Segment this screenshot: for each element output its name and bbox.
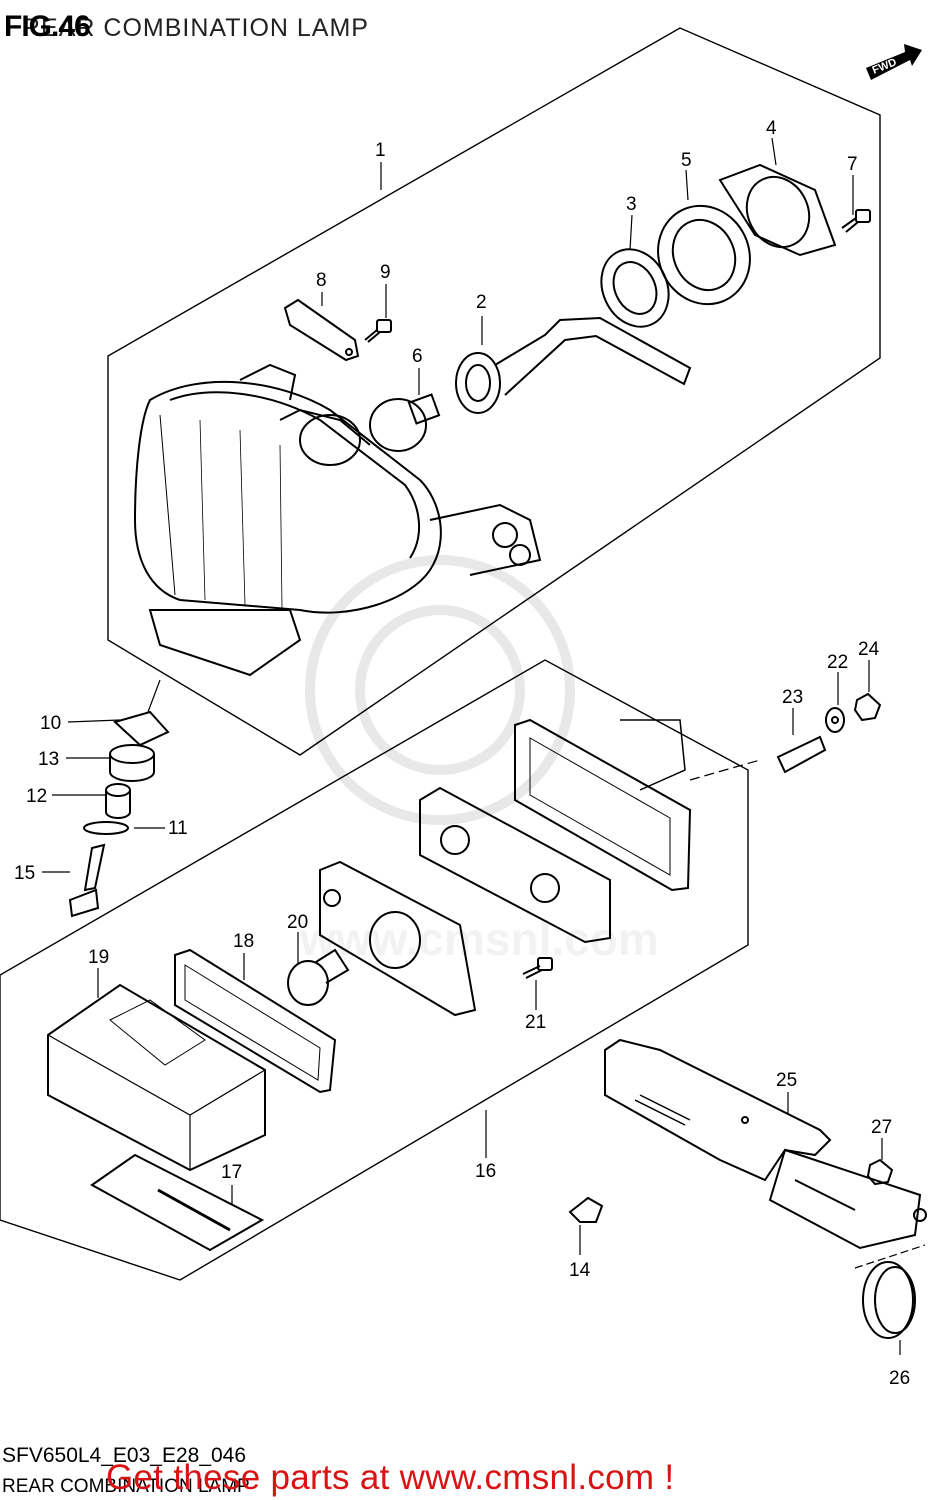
- callout-16: 16: [475, 1161, 496, 1182]
- callout-27: 27: [871, 1117, 892, 1138]
- part-21-screw: [522, 957, 553, 979]
- parts-22-24: [689, 692, 882, 781]
- callout-labels: 1 2 3 4 5 6 7 8 9 10 11 12 13 14 15 16 1…: [14, 118, 910, 1389]
- fwd-label: FWD: [871, 56, 899, 77]
- callout-24: 24: [858, 639, 880, 660]
- callout-19: 19: [88, 947, 109, 968]
- part-2-socket: [455, 316, 692, 414]
- callout-21: 21: [525, 1012, 546, 1033]
- callout-7: 7: [847, 154, 858, 175]
- callout-20: 20: [287, 912, 308, 933]
- figure-number: FIG.46: [4, 10, 91, 43]
- callout-11: 11: [168, 818, 188, 839]
- callout-23: 23: [782, 687, 803, 708]
- tail-lamp-housing: [133, 363, 542, 677]
- assembly-1-boundary: [107, 27, 881, 756]
- part-19-lens: [47, 983, 266, 1172]
- callout-8: 8: [316, 270, 327, 291]
- part-7-screw: [841, 209, 871, 233]
- footer-subtitle: REAR COMBINATION LAMP: [2, 1476, 250, 1497]
- leader-lines: [42, 137, 901, 1355]
- callout-13: 13: [38, 749, 59, 770]
- callout-15: 15: [14, 863, 35, 884]
- part-18-gasket: [174, 948, 337, 1094]
- part-5-holder: [657, 204, 751, 306]
- promo-link[interactable]: Get these parts at www.cmsnl.com !: [106, 1458, 675, 1497]
- part-14-grommet: [568, 1196, 604, 1223]
- callout-1: 1: [375, 140, 386, 161]
- callout-2: 2: [476, 292, 487, 313]
- callout-26: 26: [889, 1368, 910, 1389]
- watermark-logo: [305, 555, 575, 825]
- callout-10: 10: [40, 713, 61, 734]
- callout-25: 25: [776, 1070, 797, 1091]
- part-25-bracket: [604, 1038, 927, 1250]
- fwd-arrow-icon: FWD: [866, 44, 922, 80]
- part-16-lamp-unit: [319, 718, 692, 1017]
- part-17-lens-plate: [90, 1153, 265, 1252]
- callout-9: 9: [380, 262, 391, 283]
- part-8-clip: [283, 298, 360, 362]
- part-20-bulb: [287, 948, 350, 1006]
- part-3-ring: [600, 248, 670, 328]
- diagram-title: REAR COMBINATION LAMP: [22, 14, 369, 42]
- callout-14: 14: [569, 1260, 591, 1281]
- callout-3: 3: [626, 194, 637, 215]
- part-6-bulb: [369, 393, 441, 452]
- callout-4: 4: [766, 118, 777, 139]
- callout-12: 12: [26, 786, 47, 807]
- callout-17: 17: [221, 1162, 242, 1183]
- callout-5: 5: [681, 150, 692, 171]
- part-9-screw: [364, 319, 392, 343]
- callout-6: 6: [412, 346, 423, 367]
- diagram-code: SFV650L4_E03_E28_046: [2, 1444, 247, 1467]
- part-26-reflector: [854, 1244, 926, 1339]
- assembly-16-boundary: [0, 659, 749, 1281]
- part-27-nut: [866, 1158, 894, 1186]
- part-4-gasket: [718, 163, 837, 257]
- callout-22: 22: [827, 652, 848, 673]
- parts-10-15-stack: [68, 710, 170, 918]
- callout-18: 18: [233, 931, 254, 952]
